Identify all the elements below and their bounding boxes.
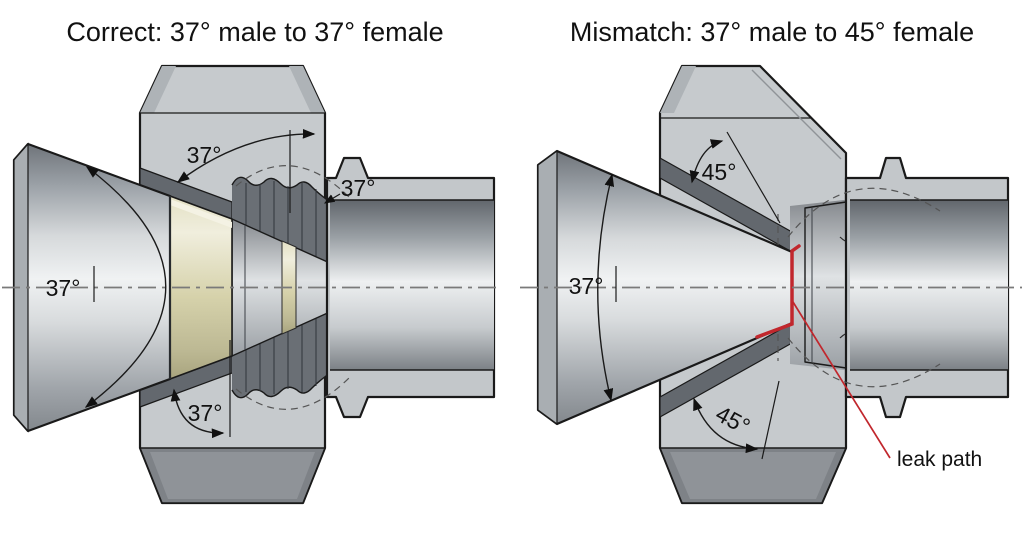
dimensions-correct: 37° 37° 37° 37° xyxy=(46,128,376,439)
thread-flank-lines-lower xyxy=(245,318,317,394)
panel-correct-title: Correct: 37° male to 37° female xyxy=(66,17,443,47)
panel-mismatch-title: Mismatch: 37° male to 45° female xyxy=(570,17,974,47)
thread-phantom-arc-lower xyxy=(235,376,351,410)
dim-arc-cone xyxy=(597,173,615,402)
dim-label-top: 45° xyxy=(702,159,737,185)
nut-top-left-chamfer-facet xyxy=(660,66,696,113)
extension-line-bottom xyxy=(761,380,780,460)
fitting-bore xyxy=(850,200,1008,370)
nut-bottom-facet xyxy=(670,452,836,499)
nut-top-left-chamfer-facet xyxy=(140,66,176,113)
extension-line-top xyxy=(726,131,781,224)
leak-path-label: leak path xyxy=(897,448,982,471)
nut-bottom-facet xyxy=(150,452,315,499)
leader-seat xyxy=(323,193,341,204)
thread-zone-upper xyxy=(232,177,332,264)
dim-label-cone: 37° xyxy=(569,273,604,299)
dim-arc-bottom xyxy=(170,388,225,439)
thread-crest-line-lower xyxy=(231,371,333,399)
dim-label-cone: 37° xyxy=(46,275,81,301)
nut-shoulder-facet-line xyxy=(751,69,842,160)
leak-leader-line xyxy=(792,301,891,459)
thread-phantom-arc-lower xyxy=(787,337,941,388)
nut-top-right-chamfer-facet xyxy=(289,66,325,113)
flare-highlight xyxy=(170,199,232,228)
dim-label-bottom: 37° xyxy=(188,400,223,426)
panel-mismatch: Mismatch: 37° male to 45° female xyxy=(520,17,1022,505)
thread-phantom-arc-upper xyxy=(787,187,941,238)
dim-arc-top xyxy=(689,139,724,184)
dim-label-seat: 37° xyxy=(341,175,376,201)
dim-arc-bottom xyxy=(693,397,759,454)
thread-flank-lines-upper xyxy=(245,181,317,257)
male-cone-end-facet xyxy=(13,142,29,433)
dim-arc-top xyxy=(176,128,316,183)
dim-arc-cone xyxy=(84,166,167,408)
fitting-bore xyxy=(330,200,494,370)
dim-label-top: 37° xyxy=(187,142,222,168)
thread-zone-lower xyxy=(232,311,332,398)
panel-correct: Correct: 37° male to 37° female xyxy=(2,17,500,505)
